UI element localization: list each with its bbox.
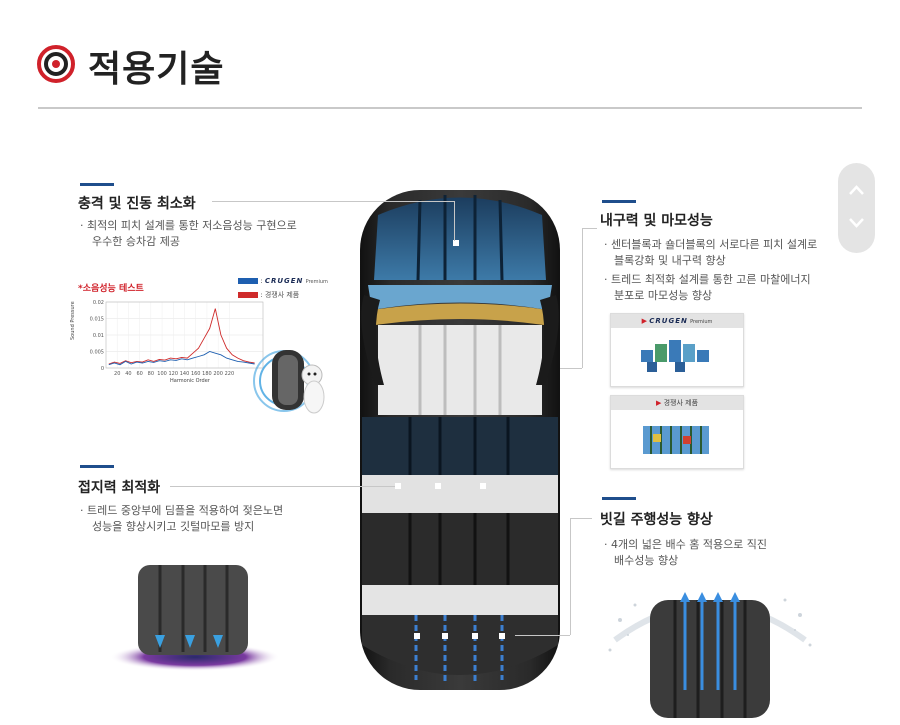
y-tick-label: 0.02 [93, 300, 104, 306]
chart-ylabel: Sound Pressure [70, 301, 76, 340]
panel-competitor-header: ▶ 경쟁사 제품 [611, 396, 743, 410]
section-bullet-durability-1-cont: 블록강화 및 내구력 향상 [614, 254, 726, 267]
series-line [108, 308, 255, 365]
section-accent-bar [602, 200, 636, 203]
x-tick-label: 140 [180, 371, 190, 377]
legend-item-competitor: : 경쟁사 제품 [238, 289, 328, 302]
panel-brand: ▶ CRUGEN Premium [610, 313, 744, 387]
section-bullet-grip: · 트레드 중앙부에 딤플을 적용하여 젖은노면 [80, 504, 284, 517]
x-tick-label: 120 [169, 371, 179, 377]
pressure-map-competitor [643, 426, 709, 454]
section-title-durability: 내구력 및 마모성능 [600, 213, 713, 229]
section-bullet-impact-cont: 우수한 승차감 제공 [92, 235, 180, 248]
section-accent-bar [80, 183, 114, 186]
section-bullet-durability-2-cont: 분포로 마모성능 향상 [614, 289, 713, 302]
y-tick-label: 0.015 [90, 317, 104, 323]
x-tick-label: 80 [148, 371, 154, 377]
noise-legend: : CRUGEN Premium : 경쟁사 제품 [238, 275, 328, 302]
panel-brand-header: ▶ CRUGEN Premium [611, 314, 743, 328]
grip-tire-illustration [105, 560, 285, 680]
x-tick-label: 20 [114, 371, 120, 377]
leader-line-wet-v [570, 518, 571, 635]
section-bullet-impact: · 최적의 피치 설계를 통한 저소음성능 구현으로 [80, 219, 297, 232]
section-bullet-wet-cont: 배수성능 향상 [614, 554, 679, 567]
panel-competitor: ▶ 경쟁사 제품 [610, 395, 744, 469]
scroll-control [838, 163, 875, 253]
y-tick-label: 0.005 [90, 350, 104, 356]
leader-line-wet-top [570, 518, 592, 519]
x-tick-label: 40 [125, 371, 131, 377]
leader-line-durability [560, 368, 582, 369]
page-title: 적용기술 [88, 49, 225, 90]
noise-test-label: *소음성능 테스트 [78, 284, 144, 294]
wet-tire-illustration [600, 580, 820, 720]
pressure-map-brand [641, 340, 709, 372]
x-tick-label: 60 [136, 371, 142, 377]
section-title-impact: 충격 및 진동 최소화 [78, 196, 196, 212]
leader-line-durability-v [582, 228, 583, 368]
section-accent-bar [80, 465, 114, 468]
chevron-down-icon[interactable] [846, 212, 867, 233]
section-bullet-wet: · 4개의 넓은 배수 홈 적용으로 직진 [604, 538, 768, 551]
chevron-up-icon[interactable] [846, 180, 867, 201]
leader-line-durability-top [582, 228, 597, 229]
chart-xlabel: Harmonic Order [170, 378, 210, 384]
y-tick-label: 0 [101, 366, 104, 372]
x-tick-label: 180 [202, 371, 212, 377]
section-bullet-durability-1: · 센터블록과 숄더블록의 서로다른 피치 설계로 [604, 238, 818, 251]
plot-frame [105, 301, 264, 369]
target-icon [37, 45, 75, 83]
tire-illustration [350, 185, 570, 695]
x-tick-label: 100 [157, 371, 167, 377]
x-tick-label: 220 [225, 371, 235, 377]
section-title-grip: 접지력 최적화 [78, 480, 161, 496]
x-tick-label: 160 [191, 371, 201, 377]
x-tick-label: 200 [213, 371, 223, 377]
section-bullet-durability-2: · 트레드 최적화 설계를 통한 고른 마찰에너지 [604, 273, 811, 286]
y-tick-label: 0.01 [93, 333, 104, 339]
leader-line-impact-v [454, 201, 455, 241]
section-title-wet: 빗길 주행성능 향상 [600, 512, 713, 528]
title-divider [38, 107, 862, 109]
leader-line-grip [170, 486, 395, 487]
tire-mascot-illustration [250, 335, 335, 420]
section-bullet-grip-cont: 성능을 향상시키고 깃털마모를 방지 [92, 520, 255, 533]
leader-line-wet [515, 635, 570, 636]
leader-line-impact [212, 201, 454, 202]
series-line [108, 351, 255, 366]
legend-item-brand: : CRUGEN Premium [238, 275, 328, 289]
section-accent-bar [602, 497, 636, 500]
